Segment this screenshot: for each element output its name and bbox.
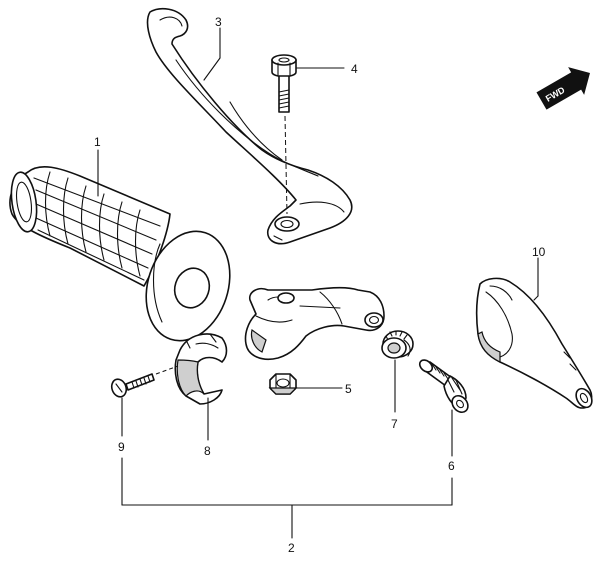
lever-part [146,7,353,245]
callout-10: 10 [532,245,546,259]
grip-part [9,165,231,342]
lever-holder-part [244,286,385,360]
nut-part [268,373,298,395]
callout-6: 6 [448,459,455,473]
direction-arrow-icon: FWD [536,67,590,110]
leader-lines [97,27,539,539]
locknut-part [381,330,414,359]
callout-5: 5 [345,382,352,396]
bolt-part [271,54,297,215]
callout-7: 7 [391,417,398,431]
callout-1: 1 [94,135,101,149]
callout-4: 4 [351,62,358,76]
callout-3: 3 [215,15,222,29]
callout-2: 2 [288,541,295,555]
callout-9: 9 [118,440,125,454]
screw-part [110,365,179,398]
adjuster-part [418,359,469,414]
callout-8: 8 [204,444,211,458]
clamp-part [174,333,228,405]
cover-part [475,277,593,409]
callout-labels: 1 3 4 10 5 7 8 6 9 2 [94,15,546,555]
